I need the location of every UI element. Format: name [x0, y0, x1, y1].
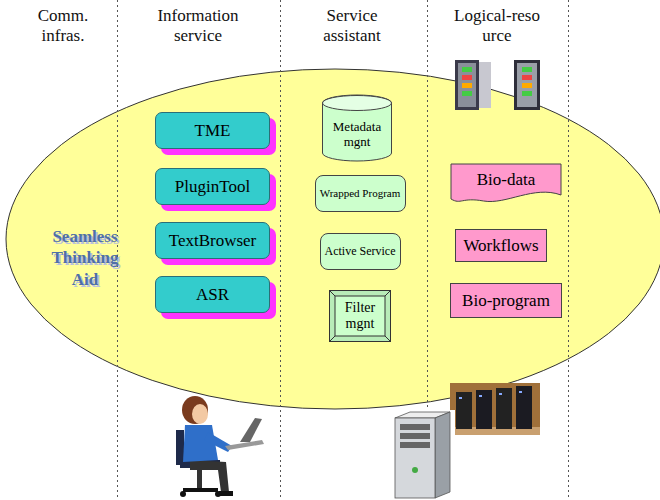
server-pair-icon-part [479, 62, 491, 108]
bevel-corner [385, 291, 391, 297]
server-tower-icon-part [400, 442, 430, 448]
user-at-laptop-icon-part [180, 491, 186, 497]
document-shape: Bio-data [450, 163, 562, 207]
node-label: Bio-data [477, 170, 536, 190]
server-pair-icon-part [517, 63, 537, 107]
server-room-icon-part [450, 383, 540, 435]
user-at-laptop-icon-part [240, 418, 262, 442]
bevel-outer [330, 291, 391, 342]
assistant-box: Wrapped Program [315, 175, 406, 212]
node-label: Metadata mgnt [327, 120, 387, 150]
user-at-laptop-icon-part [219, 491, 233, 496]
column-divider-part [568, 0, 569, 500]
server-pair-icon-part [462, 67, 472, 72]
bevel-corner [330, 291, 336, 297]
server-tower-icon-part [395, 418, 435, 498]
server-pair-icon-part [455, 60, 479, 110]
node-label: ASR [196, 285, 229, 305]
node-label: PluginTool [175, 177, 250, 197]
bevel-inner [335, 296, 385, 336]
server-room-icon-part [519, 391, 522, 393]
server-tower-icon [383, 410, 455, 500]
node-label: Active Service [325, 245, 396, 259]
user-at-laptop-icon-part [197, 468, 202, 488]
column-heading: Comm. infras. [23, 6, 103, 47]
bevel-corner [330, 336, 336, 342]
column-divider-part [280, 0, 281, 500]
column-heading: Service assistant [307, 6, 397, 47]
user-at-laptop-icon-part [182, 396, 208, 424]
resource-box: Workflows [455, 229, 547, 262]
region-title: Seamless Thinking Aid [40, 226, 130, 290]
server-pair-icon-part [458, 63, 476, 107]
document-outline [451, 164, 561, 202]
user-at-laptop-icon-part [183, 488, 218, 492]
server-tower-icon-part [383, 410, 455, 500]
server-tower-icon-part [435, 412, 450, 498]
node-label: TextBrowser [169, 231, 257, 251]
service-box: TextBrowser [155, 222, 270, 259]
user-at-laptop-icon-part [192, 404, 208, 424]
column-heading: Information service [143, 6, 253, 47]
server-tower-icon-part [412, 467, 418, 473]
node-label: Workflows [463, 236, 538, 256]
service-box: ASR [155, 276, 270, 313]
server-room-icon-part [496, 388, 512, 429]
service-box: PluginTool [155, 168, 270, 205]
region-fill [6, 69, 660, 409]
server-pair-icon-part [522, 75, 532, 80]
user-at-laptop-icon-part [176, 430, 184, 465]
resource-box: Bio-program [450, 283, 562, 318]
node-label: TME [195, 121, 231, 141]
node-label: Bio-program [462, 291, 550, 311]
server-tower-icon-part [400, 433, 430, 439]
service-box: TME [155, 112, 270, 149]
server-pair-icon-part [522, 67, 532, 72]
thinking-aid-ellipse: TME PluginToolTextBrowserASR Metadata mgnt… [5, 68, 660, 410]
column-heading: Logical-reso urce [447, 6, 547, 47]
server-pair-icon-part [522, 91, 532, 96]
assistant-box: Active Service [320, 233, 401, 270]
node-label: Wrapped Program [320, 187, 401, 200]
server-pair-icon-part [514, 60, 540, 110]
server-pair-icon-part [462, 83, 472, 88]
server-room-icon-part [459, 397, 462, 399]
bevel-box: Filter mgnt [329, 290, 391, 342]
server-room-icon-part [499, 393, 502, 395]
server-room-icon [450, 383, 540, 435]
cylinder-body [323, 95, 392, 161]
server-room-icon-part [516, 386, 532, 429]
node-label: Filter mgnt [337, 300, 383, 332]
server-pair-icon-part [522, 83, 532, 88]
user-at-laptop-icon [176, 396, 264, 497]
server-tower-icon-part [400, 424, 430, 430]
bevel-corner [385, 336, 391, 342]
server-pair-icon-part [462, 91, 472, 96]
user-at-laptop-icon-part [190, 460, 229, 492]
server-pair-icon-part [462, 75, 472, 80]
cylinder-top [323, 96, 392, 111]
server-room-icon-part [479, 395, 482, 397]
database-cylinder: Metadata mgnt [322, 95, 392, 161]
server-room-icon-part [456, 392, 472, 429]
server-room-icon-part [476, 390, 492, 429]
